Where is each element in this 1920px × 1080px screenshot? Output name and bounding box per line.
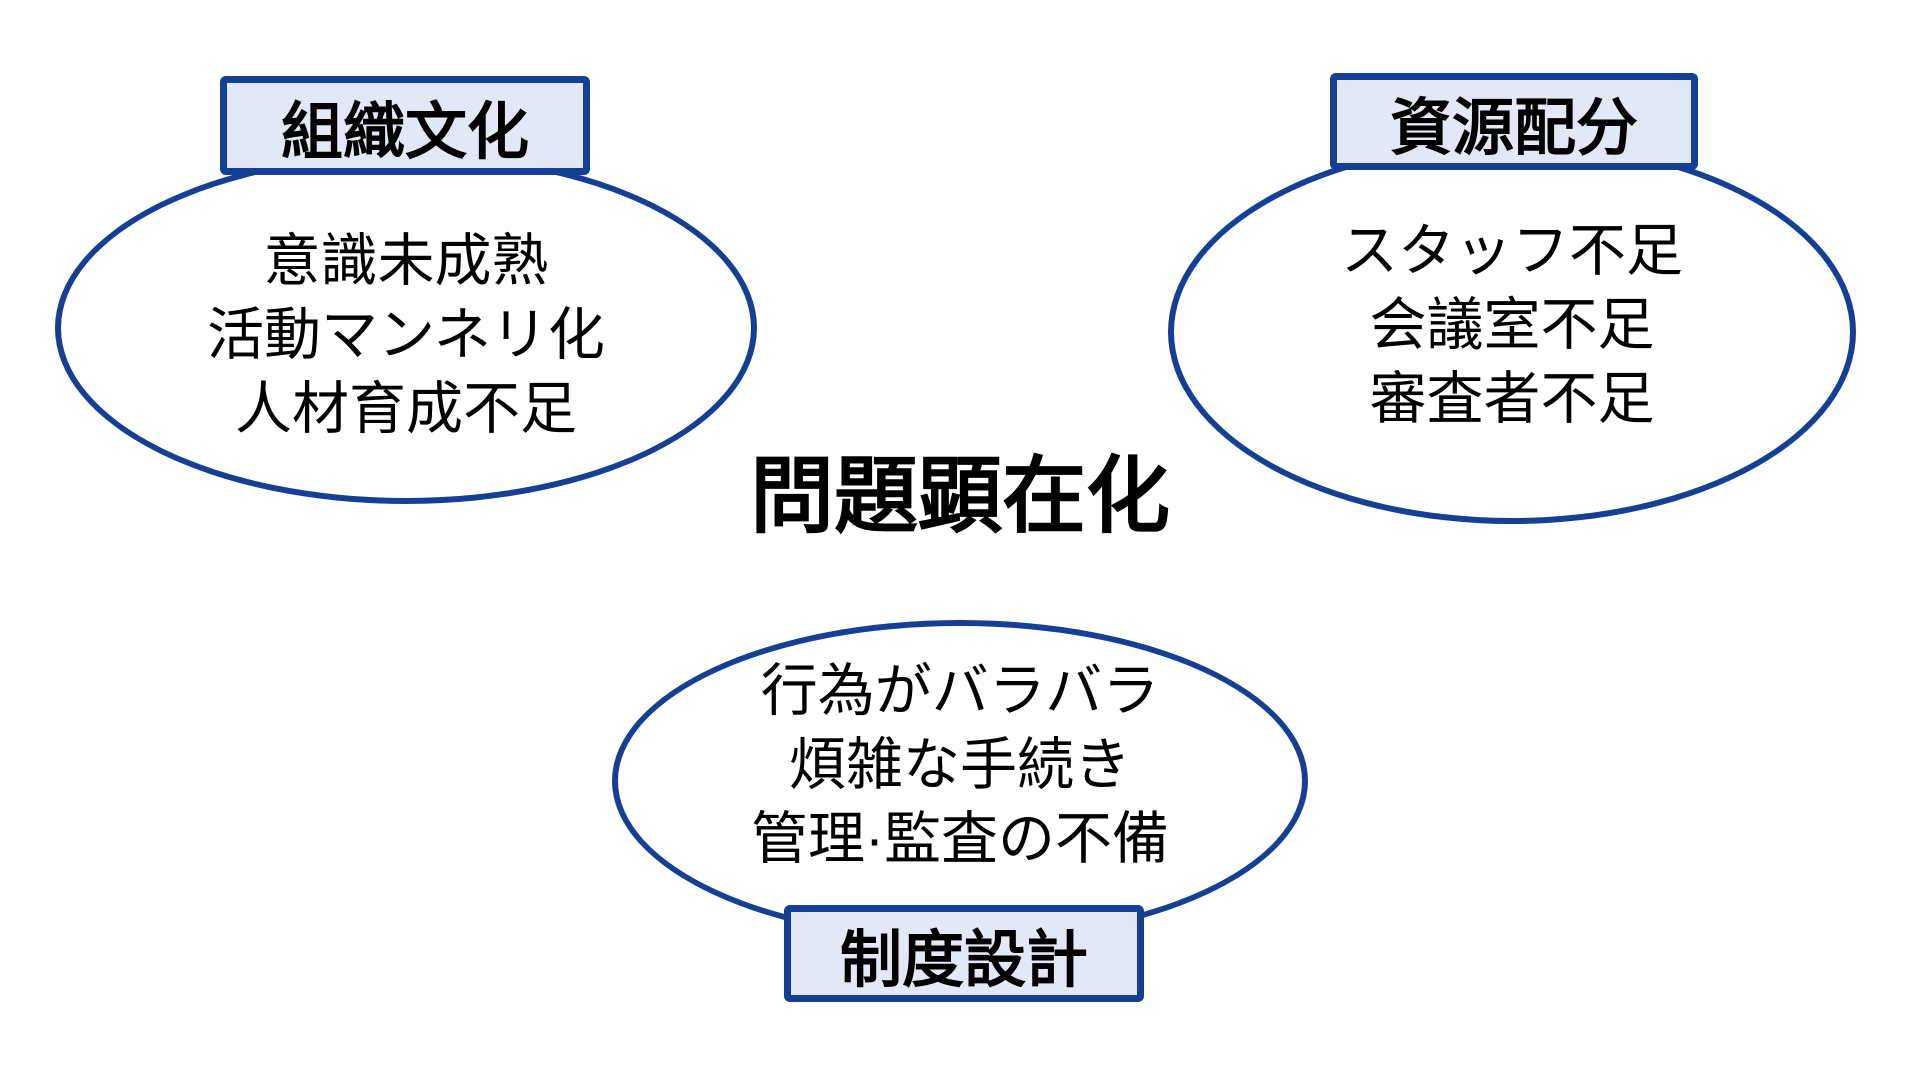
ellipse-resource-allocation [1168, 140, 1856, 524]
list-item: 人材育成不足 [235, 377, 577, 441]
label-text: 組織文化 [280, 97, 529, 167]
list-item: 行為がバラバラ [760, 659, 1160, 723]
list-item: スタッフ不足 [1341, 219, 1683, 283]
list-item: 管理·監査の不備 [751, 807, 1169, 871]
list-item: 煩雑な手続き [789, 733, 1131, 797]
label-box-organizational-culture: 組織文化 [220, 76, 590, 175]
list-item: 意識未成熟 [263, 229, 549, 293]
list-item: 会議室不足 [1369, 293, 1655, 357]
item-list-resource-allocation: スタッフ不足 会議室不足 審査者不足 [1168, 200, 1856, 450]
label-box-resource-allocation: 資源配分 [1330, 73, 1698, 170]
label-text: 制度設計 [839, 925, 1088, 995]
diagram-title: 問題顕在化 [749, 449, 1170, 543]
label-box-system-design: 制度設計 [784, 905, 1144, 1002]
list-item: 活動マンネリ化 [207, 303, 605, 367]
list-item: 審査者不足 [1369, 367, 1655, 431]
item-list-system-design: 行為がバラバラ 煩雑な手続き 管理·監査の不備 [612, 650, 1308, 880]
label-text: 資源配分 [1389, 93, 1638, 163]
item-list-organizational-culture: 意識未成熟 活動マンネリ化 人材育成不足 [55, 210, 757, 460]
